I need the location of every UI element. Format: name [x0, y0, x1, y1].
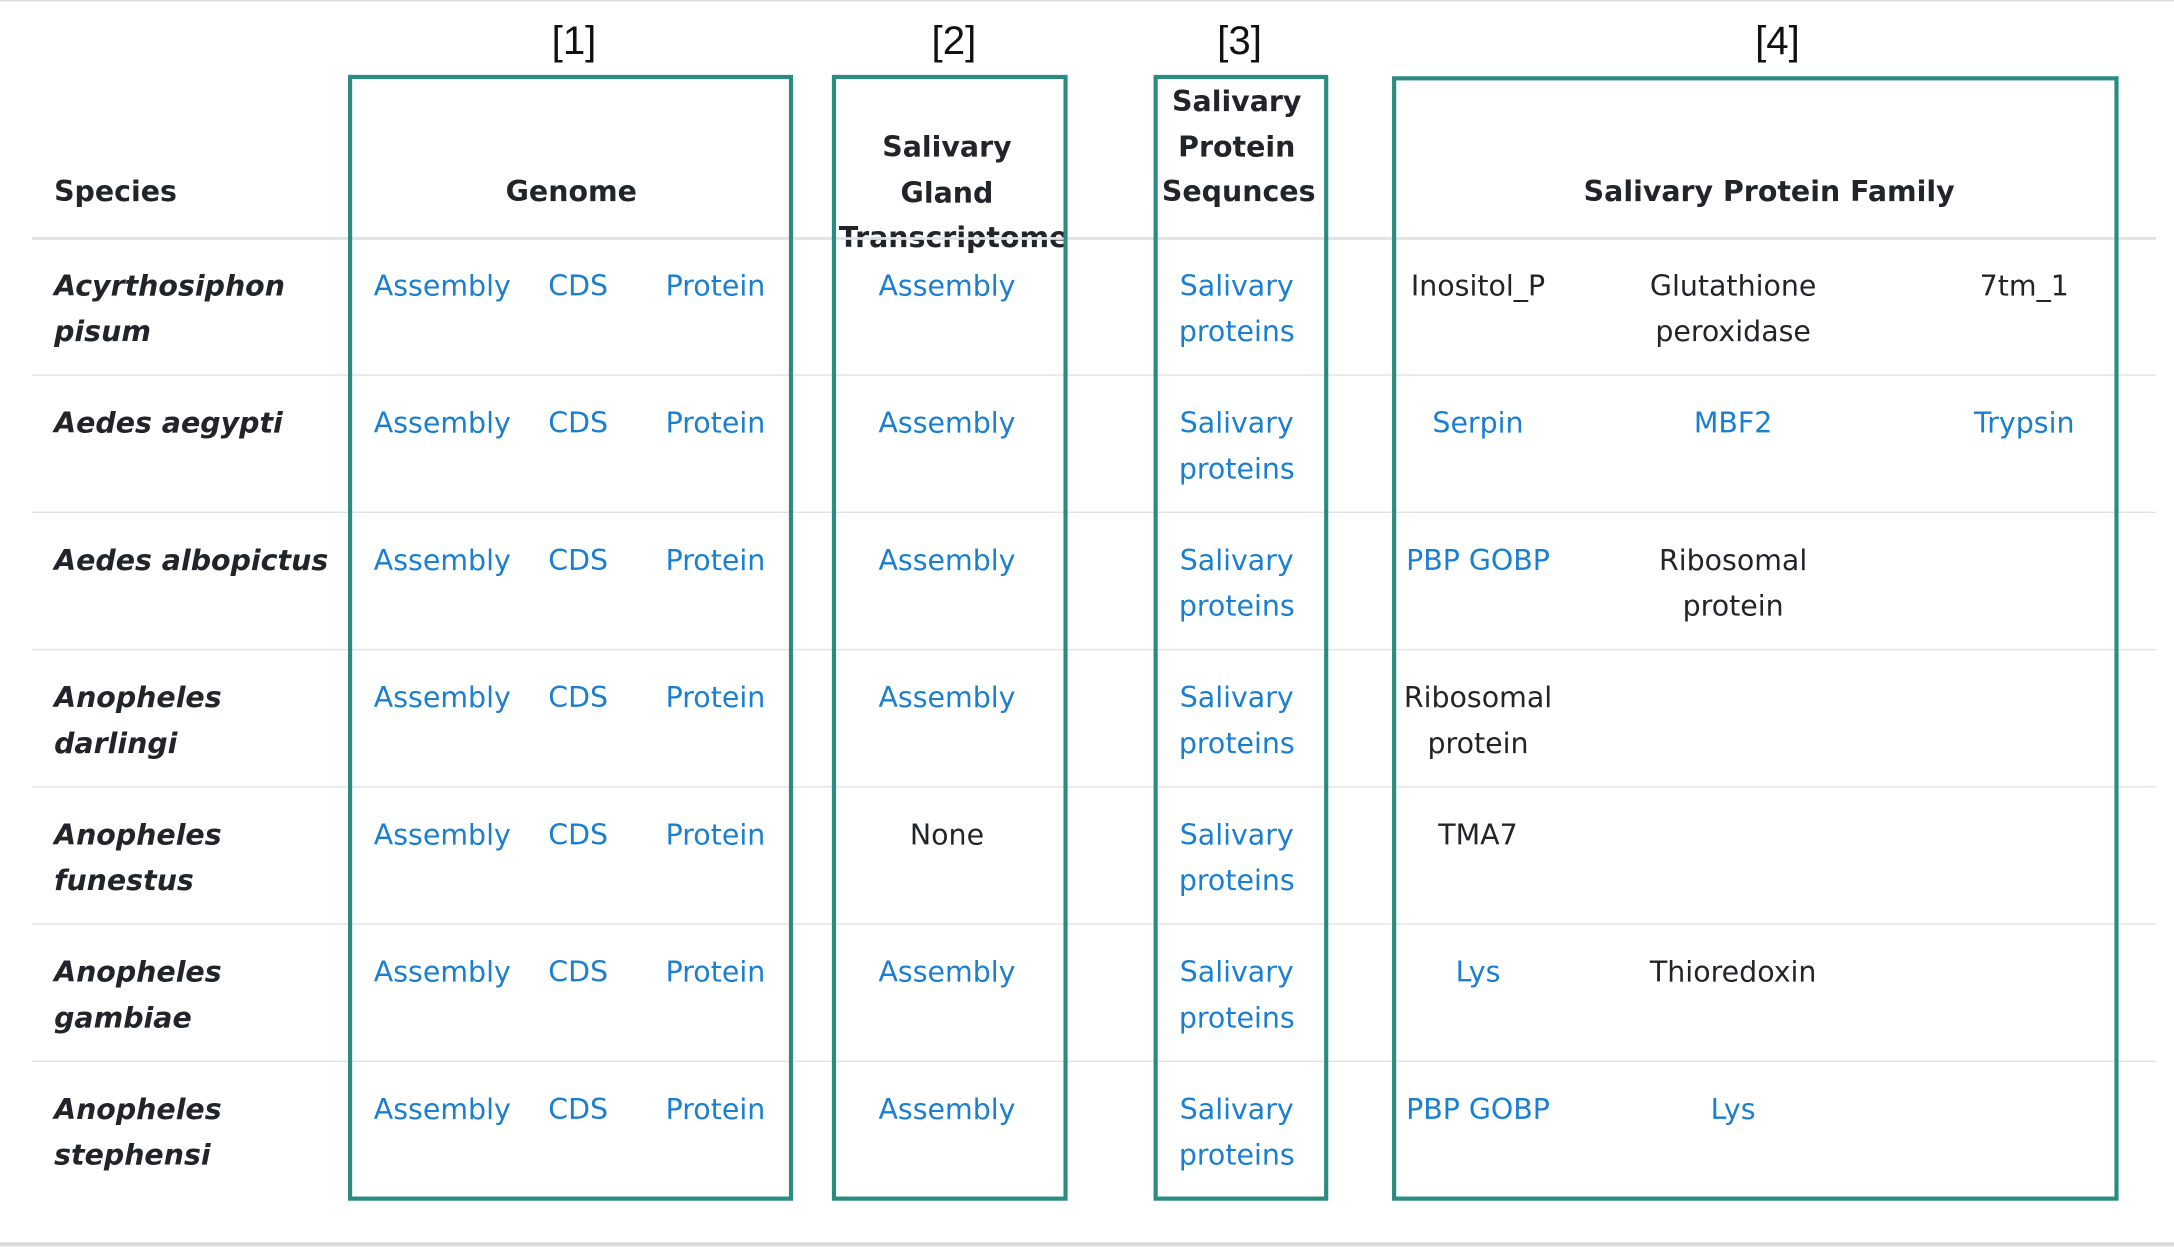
protein-family-label: TMA7 [1438, 818, 1518, 852]
header-family: Salivary Protein Family [1583, 174, 1955, 208]
salivary-proteins-link[interactable]: Salivary proteins [1178, 268, 1295, 349]
salivary-proteins-link[interactable]: Salivary proteins [1178, 680, 1295, 760]
salivary-proteins-link[interactable]: Salivary proteins [1178, 406, 1295, 486]
genome-assembly-link[interactable]: Assembly [373, 1092, 511, 1126]
protein-family-link[interactable]: MBF2 [1693, 406, 1773, 440]
genome-assembly-link[interactable]: Assembly [373, 406, 511, 440]
species-name: Anopheles gambiae [54, 955, 222, 1035]
genome-cds-link[interactable]: CDS [548, 268, 609, 303]
protein-family-label: Thioredoxin [1649, 955, 1817, 989]
sequences-highlight-box [1153, 74, 1329, 1201]
genome-highlight-box [348, 74, 794, 1201]
protein-family-label: 7tm_1 [1979, 268, 2069, 303]
callout-2: [2] [931, 19, 977, 64]
genome-protein-link[interactable]: Protein [665, 406, 766, 440]
protein-family-link[interactable]: Lys [1455, 955, 1501, 989]
protein-family-label: Inositol_P [1410, 268, 1546, 303]
transcriptome-none: None [909, 818, 985, 852]
genome-protein-link[interactable]: Protein [665, 955, 766, 989]
genome-cds-link[interactable]: CDS [548, 1092, 609, 1126]
header-species: Species [54, 174, 177, 208]
row-divider [31, 374, 2157, 376]
genome-cds-link[interactable]: CDS [548, 543, 609, 577]
transcriptome-assembly-link[interactable]: Assembly [878, 406, 1016, 440]
transcriptome-highlight-box [831, 74, 1068, 1201]
salivary-proteins-link[interactable]: Salivary proteins [1178, 955, 1295, 1035]
genome-protein-link[interactable]: Protein [665, 818, 766, 852]
row-divider [31, 1060, 2157, 1063]
genome-assembly-link[interactable]: Assembly [373, 955, 511, 989]
protein-family-link[interactable]: PBP GOBP [1406, 543, 1550, 577]
species-name: Aedes albopictus [54, 543, 329, 577]
row-divider [31, 648, 2157, 651]
row-divider [31, 511, 2157, 514]
header-sequences: Salivary Protein Sequnces [1161, 84, 1316, 208]
transcriptome-assembly-link[interactable]: Assembly [878, 543, 1016, 577]
header-divider [31, 237, 2157, 240]
protein-family-link[interactable]: Trypsin [1974, 406, 2075, 440]
species-name: Aedes aegypti [54, 406, 283, 440]
protein-family-link[interactable]: PBP GOBP [1406, 1092, 1550, 1126]
genome-cds-link[interactable]: CDS [548, 818, 609, 852]
protein-family-link[interactable]: Lys [1710, 1092, 1756, 1126]
protein-family-link[interactable]: Serpin [1432, 406, 1524, 440]
header-genome: Genome [505, 174, 637, 208]
species-name: Anopheles funestus [54, 818, 222, 898]
callout-4: [4] [1755, 19, 1800, 64]
genome-assembly-link[interactable]: Assembly [373, 818, 511, 852]
transcriptome-assembly-link[interactable]: Assembly [878, 955, 1016, 989]
protein-family-label: Ribosomal protein [1658, 543, 1808, 623]
header-transcriptome: Salivary Gland Transcriptome [838, 130, 1069, 254]
top-divider [0, 0, 2174, 2]
genome-cds-link[interactable]: CDS [548, 955, 609, 989]
species-name: Anopheles stephensi [54, 1092, 222, 1172]
family-highlight-box [1392, 76, 2119, 1201]
genome-assembly-link[interactable]: Assembly [373, 543, 511, 577]
callout-3: [3] [1217, 19, 1262, 64]
transcriptome-assembly-link[interactable]: Assembly [878, 680, 1016, 715]
species-name: Acyrthosiphon pisum [54, 268, 285, 349]
protein-family-label: Ribosomal protein [1403, 680, 1553, 760]
genome-protein-link[interactable]: Protein [665, 543, 766, 577]
salivary-proteins-link[interactable]: Salivary proteins [1178, 543, 1295, 623]
genome-cds-link[interactable]: CDS [548, 406, 609, 440]
row-divider [31, 923, 2157, 925]
genome-assembly-link[interactable]: Assembly [373, 680, 511, 715]
bottom-divider [0, 1242, 2174, 1247]
row-divider [31, 786, 2157, 788]
genome-protein-link[interactable]: Protein [665, 1092, 766, 1126]
salivary-proteins-link[interactable]: Salivary proteins [1178, 1092, 1295, 1172]
species-name: Anopheles darlingi [54, 680, 222, 760]
transcriptome-assembly-link[interactable]: Assembly [878, 268, 1016, 303]
genome-protein-link[interactable]: Protein [665, 680, 766, 715]
protein-family-label: Glutathione peroxidase [1649, 268, 1817, 349]
genome-assembly-link[interactable]: Assembly [373, 268, 511, 303]
salivary-proteins-link[interactable]: Salivary proteins [1178, 818, 1295, 898]
genome-protein-link[interactable]: Protein [665, 268, 766, 303]
genome-cds-link[interactable]: CDS [548, 680, 609, 715]
callout-1: [1] [551, 19, 597, 64]
transcriptome-assembly-link[interactable]: Assembly [878, 1092, 1016, 1126]
